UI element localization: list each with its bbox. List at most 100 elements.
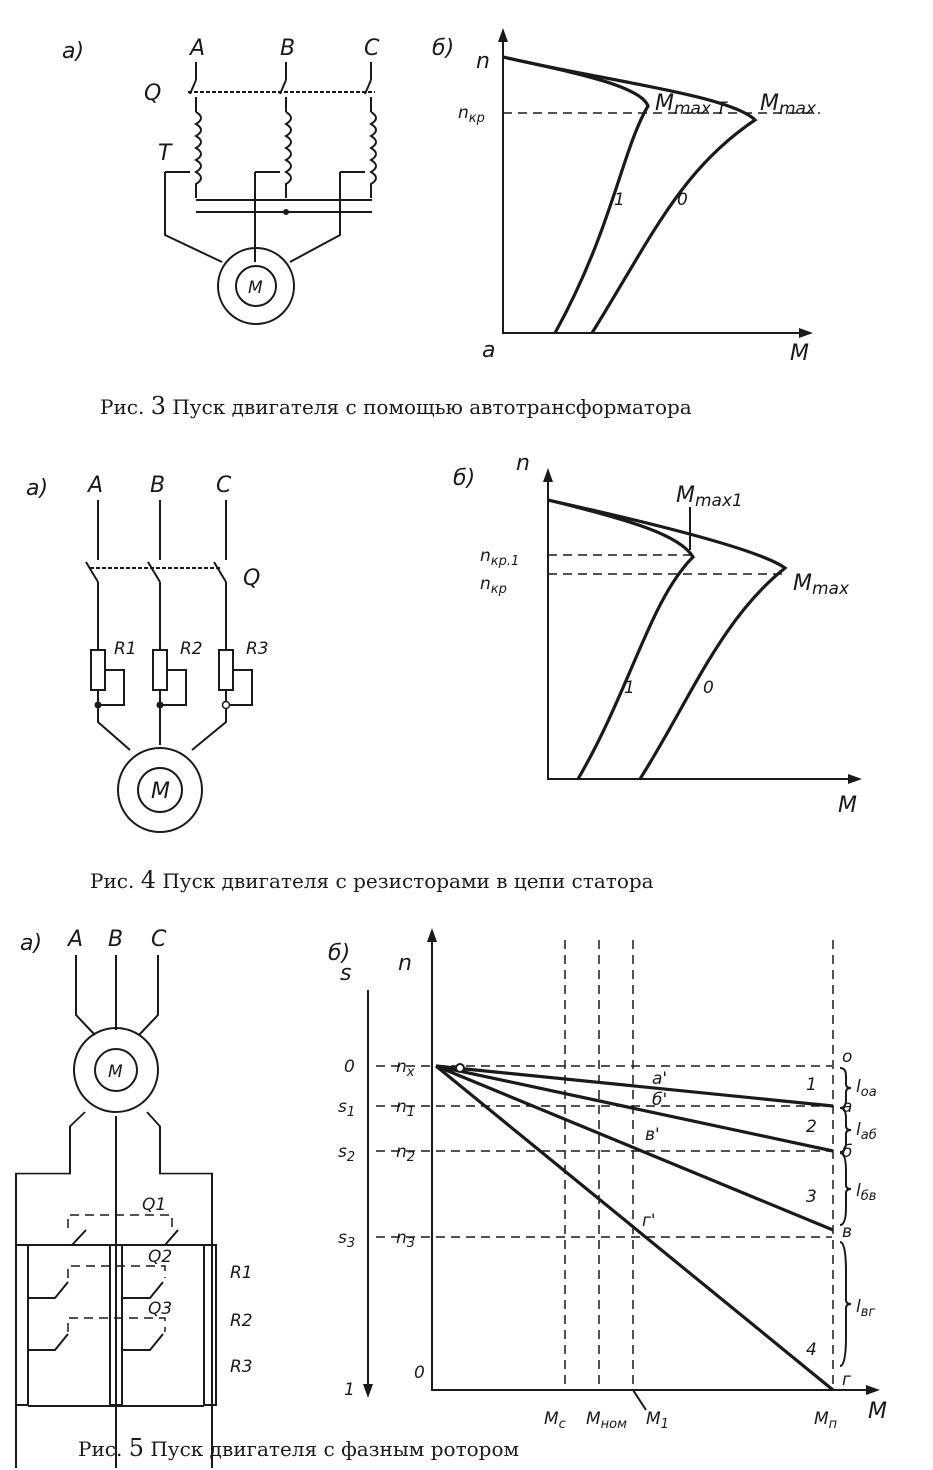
fig5-q3: Q3 bbox=[148, 1299, 172, 1319]
fig5-r1: R1 bbox=[230, 1263, 253, 1283]
fig4-switch-q: Q bbox=[243, 566, 260, 591]
fig3-mmax: Mmax bbox=[760, 91, 817, 119]
fig4-curve-0 bbox=[547, 498, 788, 780]
fig5-phase-a: A bbox=[66, 927, 83, 952]
fig4-phase-b: B bbox=[150, 473, 165, 498]
fig5-origin-zero: 0 bbox=[414, 1363, 425, 1383]
fig5-s0: 0 bbox=[344, 1057, 355, 1077]
fig5-contacts bbox=[28, 1229, 179, 1351]
fig5-s3: s3 bbox=[338, 1228, 355, 1251]
fig5-motor-outer bbox=[73, 1027, 159, 1113]
fig4-nkr: nкр bbox=[480, 574, 507, 597]
fig5-pt-b: б bbox=[842, 1142, 852, 1162]
fig3-circuit: а) A B C Q T M bbox=[62, 36, 380, 325]
fig4-axes bbox=[547, 480, 852, 780]
fig4-nkr1: nкр.1 bbox=[480, 546, 519, 569]
fig4-curve-0-label: 0 bbox=[703, 678, 714, 698]
fig3-axis-arrows bbox=[498, 28, 813, 338]
fig4-motor-outer bbox=[117, 747, 203, 833]
fig5-pt-v-prime: в' bbox=[645, 1125, 660, 1145]
fig3-motor-label: M bbox=[248, 278, 263, 298]
fig3-axis-n: n bbox=[476, 49, 490, 74]
fig5-pt-g-prime: г' bbox=[642, 1211, 656, 1231]
fig5-q2: Q2 bbox=[148, 1247, 172, 1267]
fig5-resistor-left bbox=[15, 1244, 29, 1406]
fig5-line-1-label: 1 bbox=[806, 1075, 817, 1095]
fig5-rotor-leads bbox=[15, 1111, 213, 1469]
fig4-switch-blades bbox=[85, 561, 227, 583]
fig4-caption: Рис. 4 Пуск двигателя с резисторами в це… bbox=[90, 866, 654, 894]
fig4-phase-wires bbox=[97, 500, 227, 560]
fig5-a-label: а) bbox=[20, 931, 42, 956]
fig4-axis-arrows bbox=[543, 468, 862, 784]
fig5-pt-v: в bbox=[842, 1222, 852, 1242]
fig3-motor-outer bbox=[217, 247, 295, 325]
fig5-stator-leads bbox=[75, 955, 159, 1036]
fig5-seg-vg: lвг bbox=[856, 1297, 875, 1320]
fig5-axis-s: s bbox=[340, 961, 351, 986]
fig4-label-r2: R2 bbox=[180, 639, 203, 659]
fig5-pt-a-prime: a' bbox=[652, 1069, 667, 1089]
fig3-coil-b bbox=[284, 111, 292, 198]
fig5-r3: R3 bbox=[230, 1357, 253, 1377]
fig5-n1: n1 bbox=[396, 1097, 415, 1120]
fig5-caption: Рис. 5 Пуск двигателя с фазным ротором bbox=[78, 1434, 519, 1462]
fig5-line-4-label: 4 bbox=[806, 1340, 817, 1360]
fig5-line-3-label: 3 bbox=[806, 1187, 817, 1207]
fig4-curve-1-label: 1 bbox=[624, 678, 635, 698]
fig5-q1: Q1 bbox=[142, 1195, 166, 1215]
fig4-phase-c: C bbox=[216, 473, 232, 498]
fig5-circuit: а) A B C M Q1 Q2 Q3 R1 R2 R3 bbox=[15, 927, 253, 1469]
fig4-motor-inner bbox=[137, 767, 183, 813]
fig3-caption: Рис. 3 Пуск двигателя с помощью автотран… bbox=[100, 392, 692, 420]
fig5-resistor-right bbox=[203, 1244, 217, 1406]
fig5-level-lines bbox=[376, 1065, 832, 1238]
fig3-switch-q: Q bbox=[144, 81, 161, 106]
fig5-pt-o: о bbox=[842, 1047, 852, 1067]
fig5-pt-g: г bbox=[842, 1370, 851, 1390]
fig4-resistor-r1 bbox=[90, 649, 106, 691]
fig3-phase-a: A bbox=[188, 36, 205, 61]
fig5-pt-b-prime: б' bbox=[652, 1090, 667, 1110]
fig4-resistor-wipers bbox=[98, 669, 253, 706]
fig4-nkr-lines bbox=[548, 554, 785, 575]
fig5-torque-lines bbox=[564, 940, 834, 1390]
fig5-seg-ab: lаб bbox=[856, 1120, 877, 1143]
fig5-motor-inner bbox=[94, 1048, 138, 1092]
fig3-nkr: nкр bbox=[458, 103, 485, 126]
fig4-axis-m: M bbox=[838, 793, 857, 818]
fig3-curve-1 bbox=[502, 55, 650, 334]
fig3-axis-m: M bbox=[790, 341, 809, 366]
fig5-s1: s1 bbox=[338, 1097, 355, 1120]
fig5-line-2-label: 2 bbox=[806, 1117, 817, 1137]
fig5-line-3 bbox=[435, 1064, 834, 1232]
fig5-resistor-bus bbox=[28, 1244, 204, 1407]
fig5-m1: M1 bbox=[646, 1409, 669, 1432]
fig3-curve-1-label: 1 bbox=[614, 190, 625, 210]
fig5-mnom: Mном bbox=[586, 1409, 627, 1432]
fig3-phase-wires bbox=[195, 62, 372, 80]
fig4-mmax1: Mmax1 bbox=[676, 483, 743, 511]
fig3-motor-inner bbox=[235, 265, 277, 307]
fig3-transformer-t: T bbox=[158, 141, 173, 166]
fig5-s2: s2 bbox=[338, 1142, 355, 1165]
fig3-coil-c bbox=[369, 111, 377, 198]
fig5-braces bbox=[839, 1067, 852, 1367]
fig5-motor-label: M bbox=[108, 1062, 123, 1082]
fig4-motor-label: M bbox=[151, 779, 170, 804]
fig5-phase-c: C bbox=[151, 927, 167, 952]
fig5-axis-n: n bbox=[398, 951, 412, 976]
fig5-nx: nx bbox=[396, 1057, 415, 1080]
fig5-pt-a: а bbox=[842, 1097, 852, 1117]
fig3-coil-a bbox=[194, 111, 202, 198]
fig5-axis-arrows bbox=[363, 928, 880, 1398]
fig3-phase-b: B bbox=[280, 36, 295, 61]
fig4-axis-n: n bbox=[516, 451, 530, 476]
fig5-seg-bv: lбв bbox=[856, 1181, 876, 1204]
fig5-seg-oa: loa bbox=[856, 1077, 877, 1100]
fig5-b-label: б) bbox=[328, 941, 350, 966]
fig4-resistor-r3 bbox=[218, 649, 234, 691]
fig5-n2: n2 bbox=[396, 1142, 415, 1165]
fig4-b-label: б) bbox=[453, 466, 475, 491]
